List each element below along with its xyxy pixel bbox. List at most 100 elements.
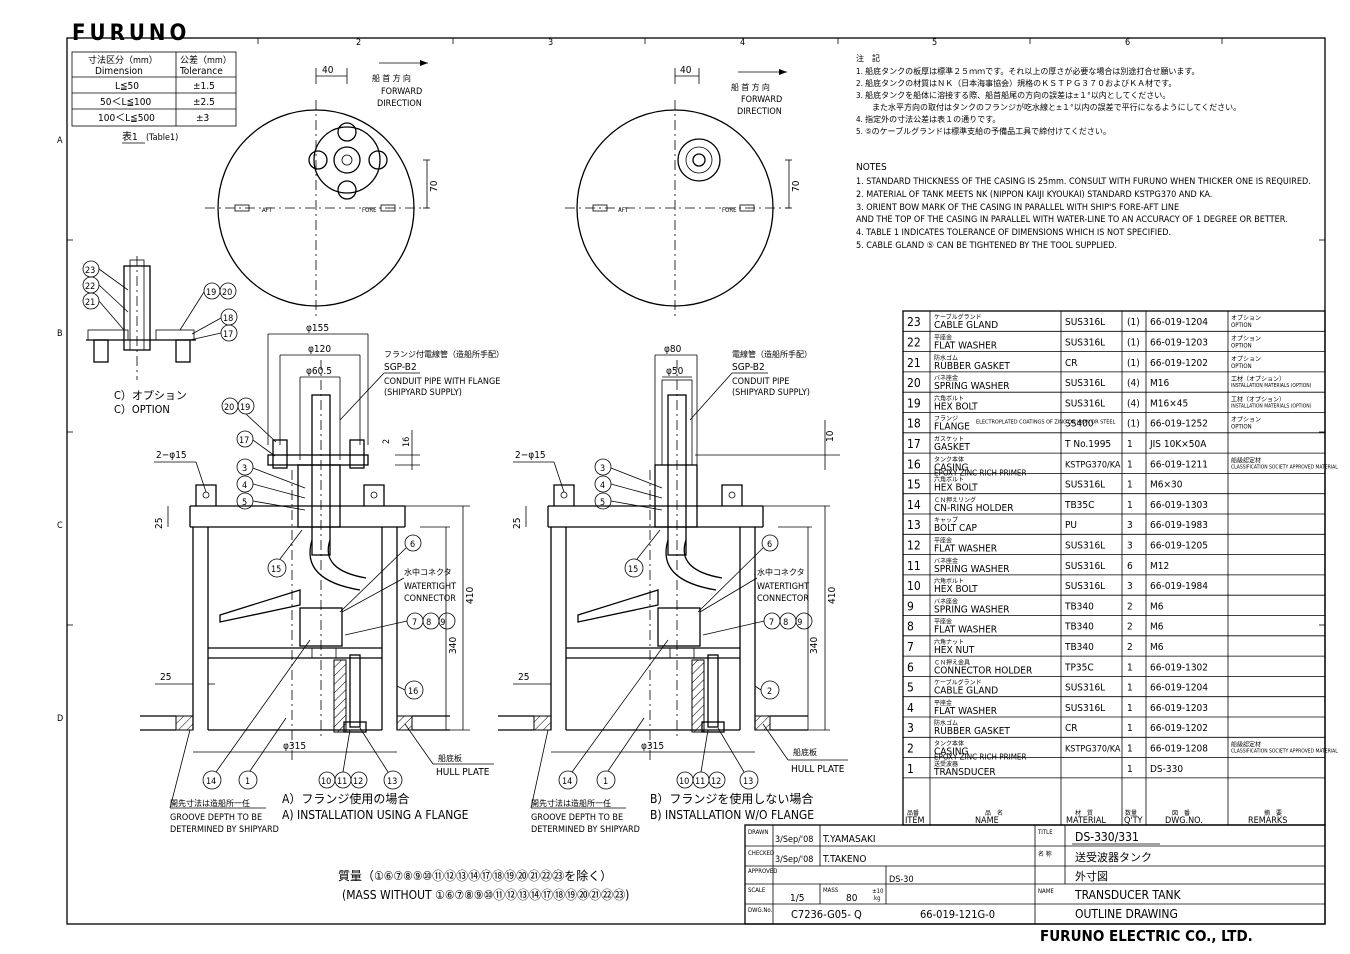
b-balloon-5: 5 (600, 498, 605, 508)
part-qty: (1) (1127, 317, 1140, 328)
part-name-ja: ガスケット (934, 435, 964, 443)
notes-ja-1: 1. 船底タンクの板厚は標準２５ｍｍです。それ以上の厚さが必要な場合は別途打合せ… (856, 66, 1200, 76)
opt-title-ja: C）オプション (114, 389, 187, 402)
top-b-dim-70: 70 (791, 180, 802, 192)
part-name-ja: 平座金 (934, 618, 952, 626)
grid-row-a: A (57, 136, 63, 146)
ph-mat-en: MATERIAL (1066, 816, 1106, 826)
part-name-en2: EPOXY ZINC RICH PRIMER (934, 468, 1026, 477)
grid-col-4: 4 (740, 38, 745, 48)
top-b-fwd-en2: DIRECTION (737, 107, 782, 117)
notes-en-1: 1. STANDARD THICKNESS OF THE CASING IS 2… (856, 177, 1311, 187)
part-remark-ja: 船級認定材 (1231, 740, 1261, 748)
tb-mass-label: MASS (823, 887, 839, 894)
grid-labels: 2 3 4 5 6 A B C D (57, 38, 1325, 724)
tb-name-en1: TRANSDUCER TANK (1074, 888, 1182, 902)
part-dwg: M6 (1150, 642, 1164, 653)
b-dim-410: 410 (827, 587, 838, 604)
part-qty: 3 (1127, 581, 1133, 592)
t1-r3-tol: ±3 (196, 113, 209, 124)
part-name-en: CABLE GLAND (934, 320, 998, 331)
notes-en-2: 2. MATERIAL OF TANK MEETS NK (NIPPON KAI… (856, 190, 1212, 200)
b-groove-en1: GROOVE DEPTH TO BE (531, 813, 623, 823)
part-name-en: HEX NUT (934, 645, 975, 656)
part-remark-ja: オプション (1231, 335, 1261, 342)
a-dim-120: φ120 (308, 344, 331, 355)
part-dwg: M16 (1150, 378, 1169, 389)
part-name-ja: バネ座金 (934, 374, 958, 382)
part-no: 1 (907, 762, 914, 776)
a-caption-en: A) INSTALLATION USING A FLANGE (282, 808, 469, 822)
a-conduit-ja: フランジ付電線管（造船所手配） (384, 349, 504, 359)
top-b-fore: FORE (722, 207, 737, 214)
a-conduit-en1: CONDUIT PIPE WITH FLANGE (384, 377, 500, 387)
part-no: 14 (907, 498, 921, 512)
furuno-logo: FURUNO (72, 21, 186, 46)
part-dwg: 66-019-1211 (1150, 459, 1208, 470)
b-connector-en1: WATERTIGHT (757, 582, 809, 592)
part-remark-en: OPTION (1231, 424, 1252, 431)
b-dim-25-left: 25 (512, 518, 523, 529)
tb-mass-unit: kg (874, 895, 881, 902)
option-detail: 23 22 21 19 20 18 17 C）オプション C）OPTION (82, 256, 238, 416)
a-dim-605: φ60.5 (306, 366, 332, 377)
part-no: 17 (907, 437, 921, 451)
a-dim-25-bottom: 25 (160, 672, 171, 683)
ph-no-en: ITEM (905, 816, 924, 826)
section-view-a: φ155 φ120 φ60.5 2 16 410 340 25 25 φ315 … (140, 323, 504, 835)
part-name-ja: 平座金 (934, 536, 952, 544)
a-balloon-11: 11 (337, 777, 347, 787)
b-balloon-11: 11 (695, 777, 705, 787)
part-name-en: HEX BOLT (934, 483, 978, 494)
notes-ja-4: 4. 指定外の寸法公差は表１の通りです。 (856, 114, 1000, 124)
part-remark-en: CLASSIFICATION SOCIETY APPROVED MATERIAL (1231, 748, 1338, 754)
part-qty: 3 (1127, 520, 1133, 531)
tb-checked-by: T.TAKENO (822, 854, 866, 865)
a-balloon-14: 14 (206, 777, 216, 787)
tb-scale: 1/5 (790, 893, 804, 904)
part-material: SUS316L (1065, 703, 1105, 714)
tolerance-table: 寸法区分（mm） 公差（mm） Dimension Tolerance L≦50… (71, 51, 237, 144)
a-balloon-19: 19 (240, 403, 250, 413)
grid-col-2: 2 (356, 38, 361, 48)
part-no: 19 (907, 396, 921, 410)
opt-title-en: C）OPTION (114, 403, 170, 416)
part-material: KSTPG370/KA (1065, 460, 1121, 470)
t1-head-dim-ja: 寸法区分（mm） (88, 54, 158, 66)
part-name-ja: 送受波器 (934, 760, 958, 768)
title-block: DRAWN 3/Sep/'08 T.YAMASAKI CHECKED 3/Sep… (744, 824, 1326, 925)
t1-head-dim-en: Dimension (95, 66, 143, 77)
a-balloon-3: 3 (242, 464, 247, 474)
part-name-ja: ケーブルグランド (934, 313, 982, 321)
t1-r3-dim: 100＜L≦500 (98, 113, 155, 124)
part-name-ja: タンク本体 (934, 455, 964, 463)
part-dwg: 66-019-1205 (1150, 540, 1208, 551)
part-no: 21 (907, 356, 921, 370)
a-dim-155: φ155 (306, 323, 329, 334)
grid-col-6: 6 (1125, 38, 1130, 48)
b-balloon-10: 10 (679, 777, 689, 787)
part-qty: 3 (1127, 540, 1133, 551)
ph-no-ja: 品番 (907, 810, 919, 817)
part-name-ja: バネ座金 (934, 557, 958, 565)
a-balloon-16: 16 (408, 687, 418, 697)
part-no: 11 (907, 559, 921, 573)
a-dim-16: 16 (402, 437, 412, 447)
a-hull-ja: 船底板 (438, 753, 462, 763)
b-conduit-en1: CONDUIT PIPE (732, 377, 789, 387)
notes-ja-3b: また水平方向の取付はタンクのフランジが吃水線と±１°以内の誤差で平行になるように… (856, 102, 1241, 112)
part-qty: 6 (1127, 561, 1133, 572)
part-name-en: CONNECTOR HOLDER (934, 665, 1032, 676)
part-name-en: CASING (934, 746, 969, 757)
part-material: SUS316L (1065, 540, 1105, 551)
part-name-en2: ELECTROPLATED COATINGS OF ZINC ON IRON O… (976, 420, 1116, 426)
a-dim-410: 410 (465, 587, 476, 604)
parts-list (902, 310, 1326, 826)
b-groove-ja: 開先寸法は造船所一任 (531, 798, 611, 808)
notes-en-title: NOTES (856, 162, 887, 173)
part-name-ja: ＣＮ押え金具 (934, 658, 970, 666)
notes-en-5: 5. CABLE GLAND ⑤ CAN BE TIGHTENED BY THE… (856, 241, 1117, 251)
part-qty: 1 (1127, 500, 1133, 511)
b-balloon-1: 1 (603, 777, 608, 787)
